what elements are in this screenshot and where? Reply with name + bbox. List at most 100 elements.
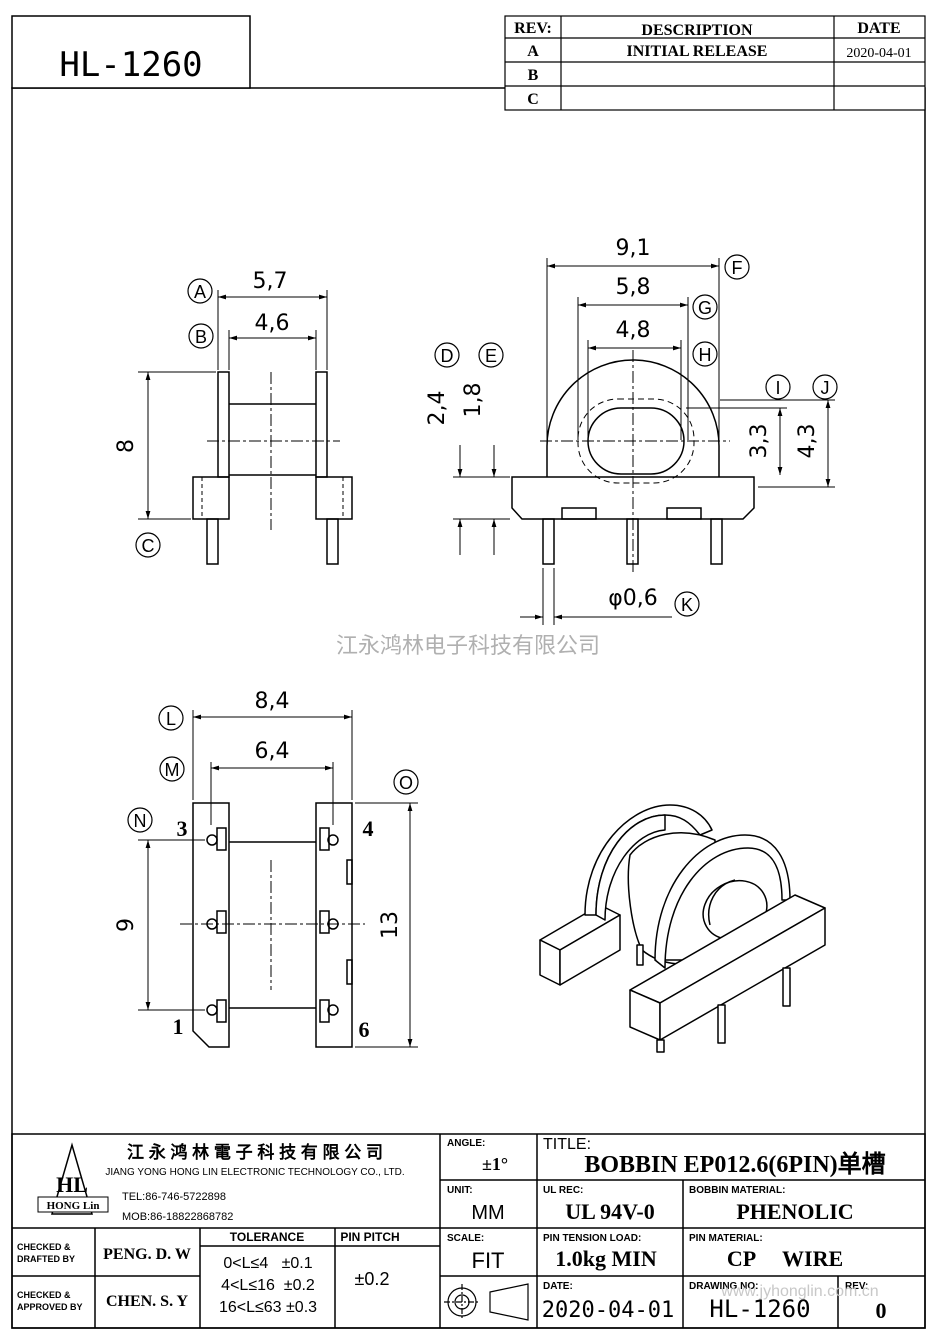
title-value: BOBBIN EP012.6(6PIN)单槽 xyxy=(584,1151,885,1178)
pin-numbers: 3 4 1 6 xyxy=(173,816,374,1042)
part-number-box: HL-1260 xyxy=(11,15,251,89)
tolerance-row: 0<L≤4 ±0.1 xyxy=(223,1255,312,1272)
rev-label: REV: xyxy=(845,1281,868,1292)
dim-width-outer: 5,7 xyxy=(253,269,288,294)
date-label: DATE: xyxy=(543,1281,573,1292)
pin-material-value: CP WIRE xyxy=(727,1246,843,1271)
pin-pitch-label: PIN PITCH xyxy=(340,1230,399,1244)
callout-e: E xyxy=(485,346,497,366)
rev-header: REV: xyxy=(514,20,552,37)
scale-value: FIT xyxy=(472,1248,505,1273)
side-view-dims: 5,7 4,6 8 xyxy=(114,269,290,453)
callout-i: I xyxy=(775,378,780,398)
dim-width-inner: 4,6 xyxy=(255,311,290,336)
front-view-dims: 9,1 5,8 4,8 2,4 1,8 3,3 4,3 φ0,6 xyxy=(425,236,820,611)
logo-text: HL xyxy=(56,1172,88,1197)
bobbin-material-label: BOBBIN MATERIAL: xyxy=(689,1185,785,1196)
checked-drafted-label-1: CHECKED & xyxy=(17,1242,71,1252)
dim-width-mid: 5,8 xyxy=(616,275,651,300)
website-url: www.jyhonglin.com.cn xyxy=(720,1283,878,1300)
tolerance-row: 4<L≤16 ±0.2 xyxy=(221,1277,315,1294)
rev-cell: C xyxy=(527,91,539,108)
dim-height: 8 xyxy=(114,439,139,453)
company-name-en: JIANG YONG HONG LIN ELECTRONIC TECHNOLOG… xyxy=(105,1167,404,1178)
tolerance-label: TOLERANCE xyxy=(230,1230,304,1244)
dim-length: 13 xyxy=(378,911,403,939)
dim-width-outer: 8,4 xyxy=(255,689,290,714)
title-block-text: 江 永 鸿 林 電 子 科 技 有 限 公 司 JIANG YONG HONG … xyxy=(17,1136,887,1323)
checked-drafted-value: PENG. D. W xyxy=(103,1246,191,1263)
date-header: DATE xyxy=(857,20,900,37)
angle-value: ±1° xyxy=(482,1154,508,1174)
pin-tension-label: PIN TENSION LOAD: xyxy=(543,1233,641,1244)
checked-approved-label-1: CHECKED & xyxy=(17,1290,71,1300)
bobbin-material-value: PHENOLIC xyxy=(736,1199,853,1224)
side-view xyxy=(138,290,353,565)
tolerance-row: 16<L≤63 ±0.3 xyxy=(219,1299,317,1316)
side-callouts: A B C xyxy=(135,278,214,558)
unit-value: MM xyxy=(471,1202,504,1224)
callout-b: B xyxy=(195,327,207,347)
description-header: DESCRIPTION xyxy=(641,22,753,39)
callout-a: A xyxy=(194,282,206,302)
date-cell: 2020-04-01 xyxy=(846,46,911,61)
title-label: TITLE: xyxy=(543,1136,591,1153)
unit-label: UNIT: xyxy=(447,1185,473,1196)
dim-width-inner: 6,4 xyxy=(255,739,290,764)
description-cell: INITIAL RELEASE xyxy=(627,43,768,60)
pin-pitch-value: ±0.2 xyxy=(355,1269,390,1289)
revision-table xyxy=(504,15,926,111)
angle-label: ANGLE: xyxy=(447,1138,485,1149)
date-value: 2020-04-01 xyxy=(542,1298,674,1323)
watermark-text: 江永鸿林电子科技有限公司 xyxy=(336,633,600,658)
rev-cell: A xyxy=(527,43,539,60)
dim-pitch: 9 xyxy=(114,918,139,932)
isometric-view xyxy=(539,804,826,1053)
company-mob: MOB:86-18822868782 xyxy=(122,1211,233,1223)
bottom-callouts: L M N O xyxy=(127,705,419,833)
checked-approved-value: CHEN. S. Y xyxy=(106,1293,189,1310)
callout-l: L xyxy=(166,709,176,729)
front-callouts: D E F G H I J K xyxy=(434,254,838,617)
callout-o: O xyxy=(399,773,413,793)
pin-label-1: 1 xyxy=(173,1014,184,1039)
dim-h2: 1,8 xyxy=(461,383,486,418)
dim-width-inner: 4,8 xyxy=(616,318,651,343)
dim-width-outer: 9,1 xyxy=(616,236,651,261)
bottom-view xyxy=(138,710,418,1048)
ul-rec-value: UL 94V-0 xyxy=(565,1199,654,1224)
bottom-view-dims: 8,4 6,4 9 13 xyxy=(114,689,403,939)
dim-h1: 2,4 xyxy=(425,391,450,426)
callout-k: K xyxy=(681,595,693,615)
rev-value: 0 xyxy=(876,1298,887,1323)
drawing-no-label: DRAWING NO: xyxy=(689,1281,758,1292)
dim-h3: 3,3 xyxy=(747,424,772,459)
pin-tension-value: 1.0kg MIN xyxy=(555,1246,657,1271)
front-view xyxy=(453,258,835,625)
scale-label: SCALE: xyxy=(447,1233,484,1244)
callout-n: N xyxy=(134,811,147,831)
callout-f: F xyxy=(732,258,743,278)
company-logo: HL HONG Lin xyxy=(37,1142,109,1215)
logo-subtext: HONG Lin xyxy=(47,1200,100,1212)
part-number: HL-1260 xyxy=(59,45,202,85)
callout-g: G xyxy=(698,298,712,318)
ul-rec-label: UL REC: xyxy=(543,1185,583,1196)
callout-j: J xyxy=(821,378,830,398)
revision-table-text: REV: DESCRIPTION DATE A INITIAL RELEASE … xyxy=(514,20,911,108)
projection-symbol xyxy=(444,1283,529,1321)
title-block-lines xyxy=(11,1133,926,1329)
callout-d: D xyxy=(441,346,454,366)
company-tel: TEL:86-746-5722898 xyxy=(122,1191,226,1203)
checked-approved-label-2: APPROVED BY xyxy=(17,1302,83,1312)
checked-drafted-label-2: DRAFTED BY xyxy=(17,1254,75,1264)
pin-label-3: 3 xyxy=(177,816,188,841)
callout-m: M xyxy=(165,760,180,780)
pin-label-6: 6 xyxy=(359,1017,370,1042)
drawing-no-value: HL-1260 xyxy=(709,1295,810,1323)
pin-material-label: PIN MATERIAL: xyxy=(689,1233,763,1244)
rev-cell: B xyxy=(528,67,539,84)
callout-h: H xyxy=(699,345,712,365)
dim-pin-dia: φ0,6 xyxy=(608,586,658,611)
